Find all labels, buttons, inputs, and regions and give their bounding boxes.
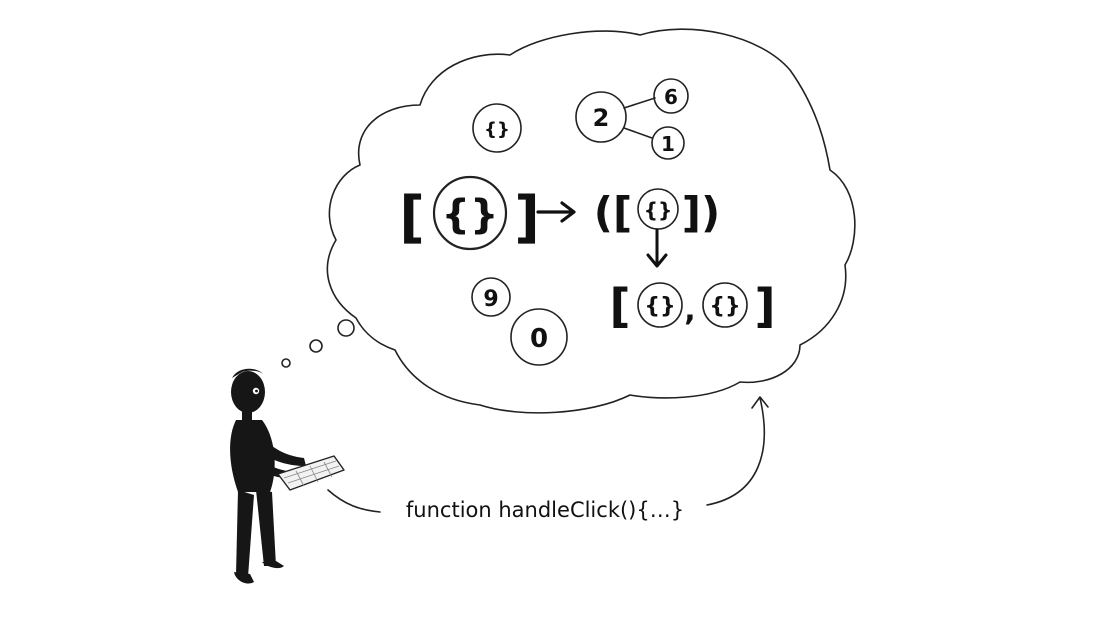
object-big-circle <box>432 175 508 251</box>
object-node-label: {} <box>484 119 510 140</box>
number-node-0-label: 0 <box>530 324 548 354</box>
thought-bubble-small <box>281 358 291 368</box>
code-label: function handleClick(){…} <box>406 498 684 522</box>
number-node-6-label: 6 <box>664 85 678 109</box>
code-to-thought-arrow <box>327 489 381 513</box>
person-figure <box>230 368 306 584</box>
object-node-circle <box>472 103 522 153</box>
number-node-2-label: 2 <box>593 104 610 132</box>
main-left-bracket: [ <box>399 185 425 250</box>
code-to-thought-arrow-return <box>706 397 766 506</box>
object-in-call-label: {} <box>644 198 672 222</box>
result-object-a-label: {} <box>644 294 675 319</box>
call-close-bracket-paren: ]) <box>682 188 720 237</box>
code-to-thought-arrowhead <box>751 396 769 409</box>
number-node-2 <box>575 91 627 143</box>
object-big-label: {} <box>442 192 499 238</box>
result-comma: , <box>684 293 695 328</box>
keyboard-device <box>277 455 345 491</box>
result-object-b-circle <box>702 282 748 328</box>
tree-edge-2-1 <box>623 127 653 139</box>
thought-bubble-large <box>337 319 355 337</box>
result-object-b-label: {} <box>709 294 740 319</box>
main-right-bracket: ] <box>514 185 540 250</box>
number-node-1-label: 1 <box>661 132 675 156</box>
thought-bubble-medium <box>309 339 323 353</box>
number-node-9-label: 9 <box>483 287 498 312</box>
number-node-1 <box>651 126 685 160</box>
number-node-0 <box>510 308 568 366</box>
tree-edge-2-6 <box>623 97 656 109</box>
call-open-paren-bracket: ([ <box>594 188 632 237</box>
transform-arrow-down <box>646 228 668 268</box>
transform-arrow-right <box>536 201 576 223</box>
number-node-9 <box>471 277 511 317</box>
result-object-a-circle <box>637 282 683 328</box>
thought-cloud <box>326 28 856 414</box>
result-left-bracket: [ <box>609 279 630 333</box>
number-node-6 <box>653 78 689 114</box>
result-right-bracket: ] <box>754 279 775 333</box>
